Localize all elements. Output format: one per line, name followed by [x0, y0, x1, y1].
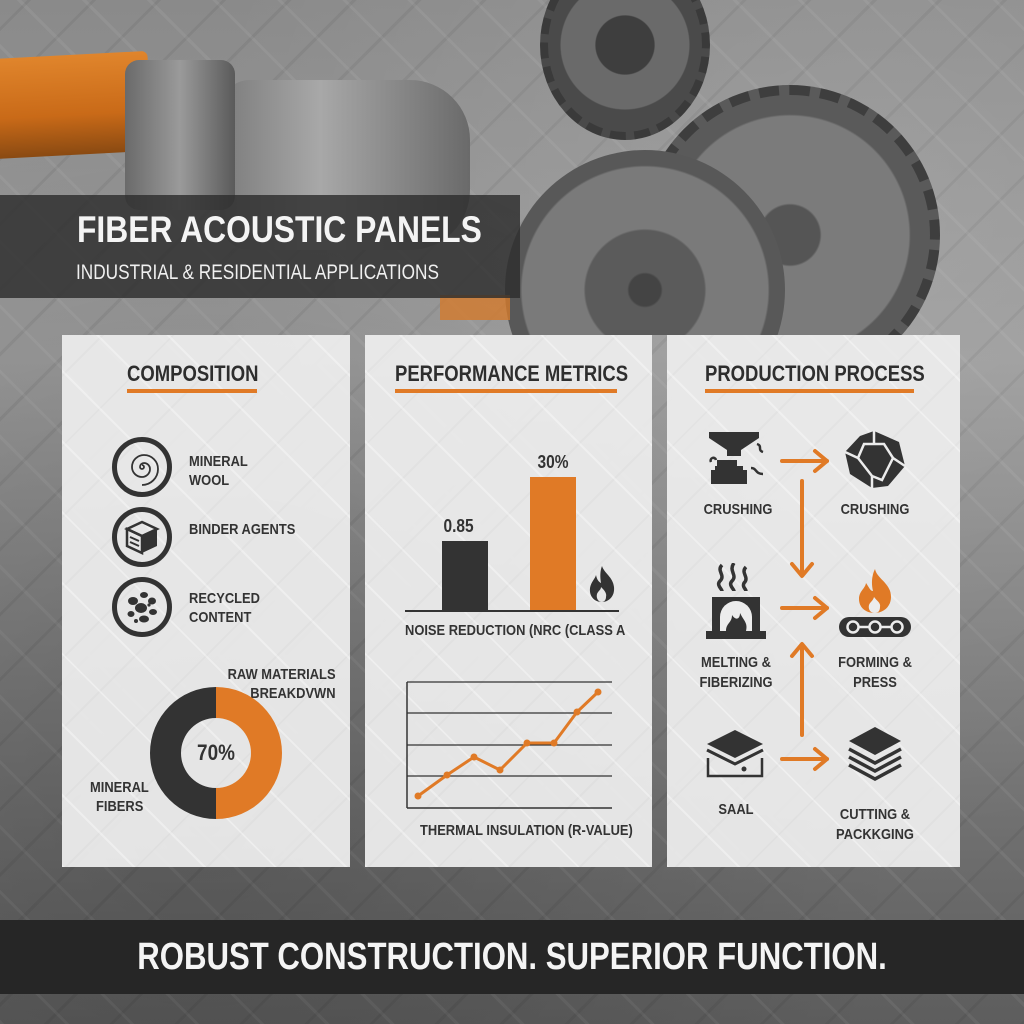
process-step-label: CRUSHING	[840, 501, 910, 518]
furnace-icon	[706, 563, 766, 639]
process-step-label: CRUSHING	[703, 501, 773, 518]
rock-icon	[844, 431, 906, 488]
bar-value-nrc: 0.85	[443, 516, 474, 536]
process-step-label: CUTTING & PACKKGING	[836, 806, 914, 843]
composition-panel: COMPOSITION MINERAL WOOL BINDER AGENTS	[62, 335, 350, 867]
sheet-tray-icon	[706, 730, 764, 778]
raw-materials-donut-chart	[150, 687, 282, 819]
composition-item-label: RECYCLED CONTENT	[189, 590, 260, 626]
gear-top	[540, 0, 710, 140]
performance-panel: PERFORMANCE METRICS 0.85 30% NOISE REDUC…	[365, 335, 652, 867]
donut-center-value: 70%	[197, 740, 235, 765]
composition-heading: COMPOSITION	[127, 361, 259, 386]
donut-segment-label: MINERAL FIBERS	[90, 779, 149, 815]
performance-heading: PERFORMANCE METRICS	[395, 361, 629, 386]
title-banner: FIBER ACOUSTIC PANELS INDUSTRIAL & RESID…	[0, 195, 520, 298]
production-panel: PRODUCTION PROCESS CRUSHING CRUSHING MEL…	[667, 335, 960, 867]
process-step-label: MELTING & FIBERIZING	[699, 654, 773, 691]
rust-plate	[440, 295, 510, 320]
bar-value-class-a: 30%	[537, 452, 569, 472]
composition-underline	[127, 389, 257, 393]
thermal-insulation-line-chart	[406, 681, 612, 809]
conveyor-flame-icon	[839, 569, 911, 637]
production-underline	[705, 389, 914, 393]
process-flow-arrows	[780, 449, 829, 771]
tagline: ROBUST CONSTRUCTION. SUPERIOR FUNCTION.	[137, 936, 887, 978]
process-step-label: SAAL	[718, 801, 754, 818]
tagline-banner: ROBUST CONSTRUCTION. SUPERIOR FUNCTION.	[0, 920, 1024, 994]
bar-chart-label: NOISE REDUCTION (NRC (CLASS A	[405, 622, 626, 639]
composition-item-label: MINERAL WOOL	[189, 453, 248, 489]
production-heading: PRODUCTION PROCESS	[705, 361, 925, 386]
hopper-crusher-icon	[709, 432, 764, 484]
page-subtitle: INDUSTRIAL & RESIDENTIAL APPLICATIONS	[76, 261, 439, 284]
stacked-layers-icon	[848, 727, 902, 781]
spiral-icon	[112, 437, 172, 497]
page-title: FIBER ACOUSTIC PANELS	[77, 209, 482, 250]
fire-icon	[589, 566, 615, 602]
donut-title: RAW MATERIALS BREAKDVWN	[228, 666, 336, 702]
shaft-coupling	[125, 60, 235, 210]
hero-machinery-image	[0, 0, 1024, 335]
line-chart-label: THERMAL INSULATION (R-VALUE)	[420, 822, 633, 839]
particles-icon	[112, 577, 172, 637]
cube-icon	[112, 507, 172, 567]
bar-class-a	[530, 477, 576, 610]
bar-nrc	[442, 541, 488, 610]
process-step-label: FORMING & PRESS	[838, 654, 912, 691]
composition-item-label: BINDER AGENTS	[189, 521, 296, 538]
performance-underline	[395, 389, 617, 393]
bar-chart-baseline	[405, 610, 619, 612]
